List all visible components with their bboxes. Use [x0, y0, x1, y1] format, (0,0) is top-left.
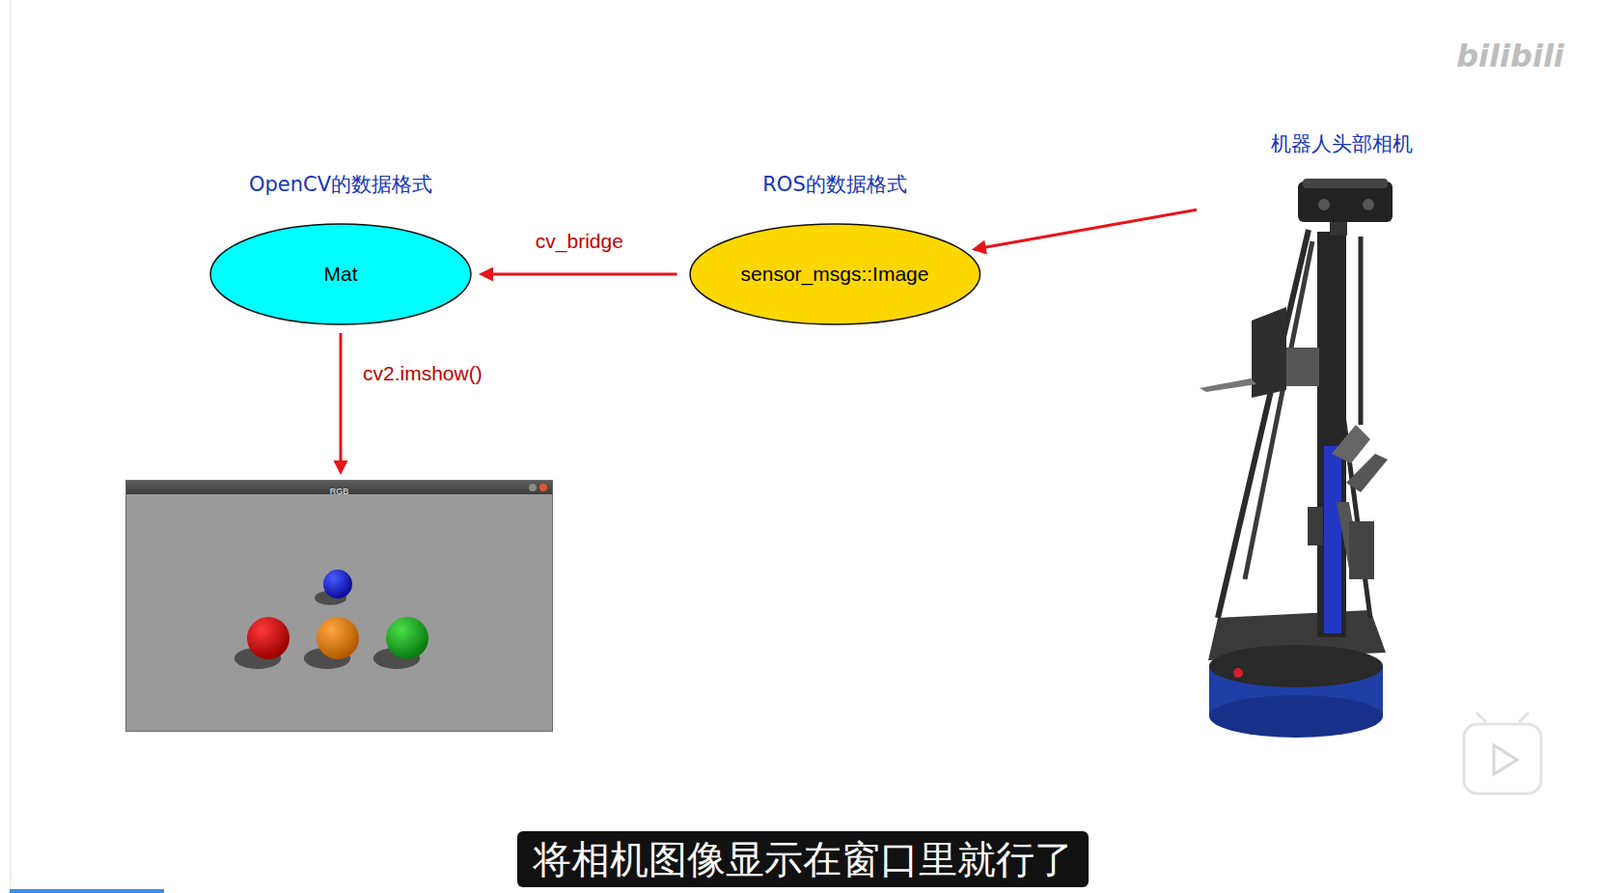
- ellipse-label: Mat: [323, 262, 358, 286]
- ellipse-shape: [689, 223, 981, 325]
- ball: [247, 616, 290, 660]
- play-icon-antenna: [1476, 712, 1487, 722]
- page-border: [10, 0, 12, 893]
- robot-column-blue: [1324, 445, 1342, 634]
- camera-lens: [1318, 198, 1330, 211]
- ball: [386, 616, 429, 660]
- robot-gripper: [1336, 453, 1388, 580]
- robot-base-bottom: [1209, 694, 1383, 738]
- robot-tray: [1199, 378, 1257, 392]
- progress-bar: [9, 888, 165, 893]
- window-close-button: [539, 483, 548, 492]
- connector-arrow: [339, 332, 343, 472]
- camera-lens: [1362, 198, 1375, 211]
- camera-scene: [126, 480, 554, 733]
- robot-camera-top: [1302, 178, 1388, 189]
- play-icon-antenna: [1518, 712, 1529, 722]
- ellipse-label: sensor_msgs::Image: [741, 262, 930, 286]
- image-window: RGB: [125, 479, 553, 732]
- window-buttons: [524, 480, 551, 495]
- robot-rod: [1358, 236, 1364, 425]
- edge-label: cv2.imshow(): [359, 361, 486, 386]
- window-button: [528, 483, 537, 492]
- robot-shelf: [1286, 347, 1320, 387]
- robot-base-top: [1209, 644, 1383, 688]
- subtitle-caption: 将相机图像显示在窗口里就行了: [517, 830, 1089, 887]
- ellipse-shape: [210, 223, 471, 325]
- robot-arm-joint: [1349, 521, 1375, 580]
- robot-strut: [1244, 241, 1313, 580]
- format-heading: ROS的数据格式: [762, 170, 907, 198]
- robot-figure: [1199, 178, 1393, 738]
- window-title: RGB: [330, 484, 350, 498]
- robot-arm: [1331, 424, 1371, 464]
- robot-neck: [1329, 220, 1348, 236]
- window-title-bar: RGB: [126, 480, 552, 495]
- robot-column: [1317, 231, 1347, 637]
- format-heading: OpenCV的数据格式: [248, 170, 433, 198]
- play-icon: [1463, 712, 1542, 794]
- connector-arrow: [481, 273, 678, 276]
- ball: [323, 569, 353, 599]
- robot-arm-joint: [1307, 506, 1324, 546]
- format-ellipse: ROS的数据格式sensor_msgs::Image: [689, 222, 982, 326]
- figure-heading: 机器人头部相机: [1196, 129, 1487, 159]
- robot-tablet: [1251, 306, 1287, 398]
- connector-arrow: [974, 209, 1197, 249]
- edge-label: cv_bridge: [532, 229, 627, 253]
- robot-node: 机器人头部相机: [1196, 129, 1487, 747]
- robot-stop-button: [1233, 667, 1243, 678]
- watermark: bilibili: [1456, 37, 1565, 75]
- play-icon-frame: [1463, 723, 1542, 794]
- format-ellipse: OpenCV的数据格式Mat: [209, 222, 472, 326]
- robot-strut: [1217, 229, 1309, 618]
- ball: [316, 616, 359, 660]
- play-icon-triangle: [1493, 744, 1518, 774]
